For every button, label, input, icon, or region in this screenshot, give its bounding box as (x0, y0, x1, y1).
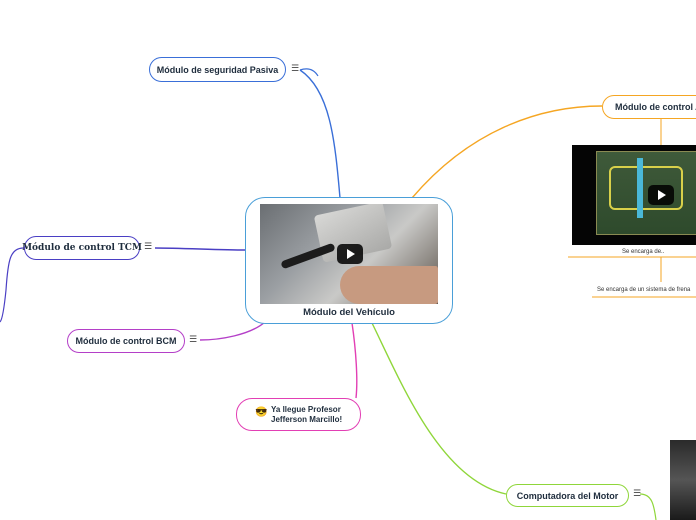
central-topic[interactable]: Módulo del Vehículo (245, 197, 453, 324)
abs-video-caption: Se encarga de.. (622, 249, 664, 255)
hand-shape (340, 266, 438, 304)
topic-control-tcm[interactable]: Módulo de control TCM (24, 236, 140, 260)
menu-icon[interactable]: ☰ (144, 242, 152, 252)
topic-tcm-label: Módulo de control TCM (22, 243, 142, 253)
topic-profesor[interactable]: 😎 Ya llegue Profesor Jefferson Marcillo! (236, 398, 361, 431)
topic-bcm-label: Módulo de control BCM (76, 336, 177, 346)
topic-profesor-line1: Ya llegue Profesor (271, 405, 342, 415)
abs-diagram-lines-2 (637, 158, 643, 218)
connector-seguridad (300, 70, 340, 198)
central-title: Módulo del Vehículo (246, 307, 452, 318)
abs-video-thumbnail[interactable] (572, 145, 696, 245)
topic-motor-label: Computadora del Motor (517, 491, 619, 501)
motor-image-thumbnail[interactable] (670, 440, 696, 520)
topic-profesor-line2: Jefferson Marcillo! (271, 415, 342, 425)
abs-video-frame (596, 151, 696, 235)
connector-profesor (352, 323, 357, 398)
abs-description: Se encarga de un sistema de frena (597, 287, 690, 293)
topic-abs-label: Módulo de control A (615, 102, 696, 112)
play-icon[interactable] (337, 244, 363, 264)
play-icon[interactable] (648, 185, 674, 205)
topic-computadora-motor[interactable]: Computadora del Motor (506, 484, 629, 507)
sunglasses-emoji-icon: 😎 (255, 408, 267, 418)
menu-icon[interactable]: ☰ (291, 64, 299, 74)
connector-bcm (200, 322, 265, 340)
topic-control-abs[interactable]: Módulo de control A (602, 95, 696, 119)
topic-control-bcm[interactable]: Módulo de control BCM (67, 329, 185, 353)
central-video-thumbnail[interactable] (260, 204, 438, 304)
connector-motor (372, 323, 506, 494)
connector-tcm (155, 248, 245, 250)
menu-icon[interactable]: ☰ (189, 335, 197, 345)
topic-seguridad-pasiva[interactable]: Módulo de seguridad Pasiva (149, 57, 286, 82)
topic-seguridad-label: Módulo de seguridad Pasiva (157, 65, 279, 75)
menu-icon[interactable]: ☰ (633, 489, 641, 499)
